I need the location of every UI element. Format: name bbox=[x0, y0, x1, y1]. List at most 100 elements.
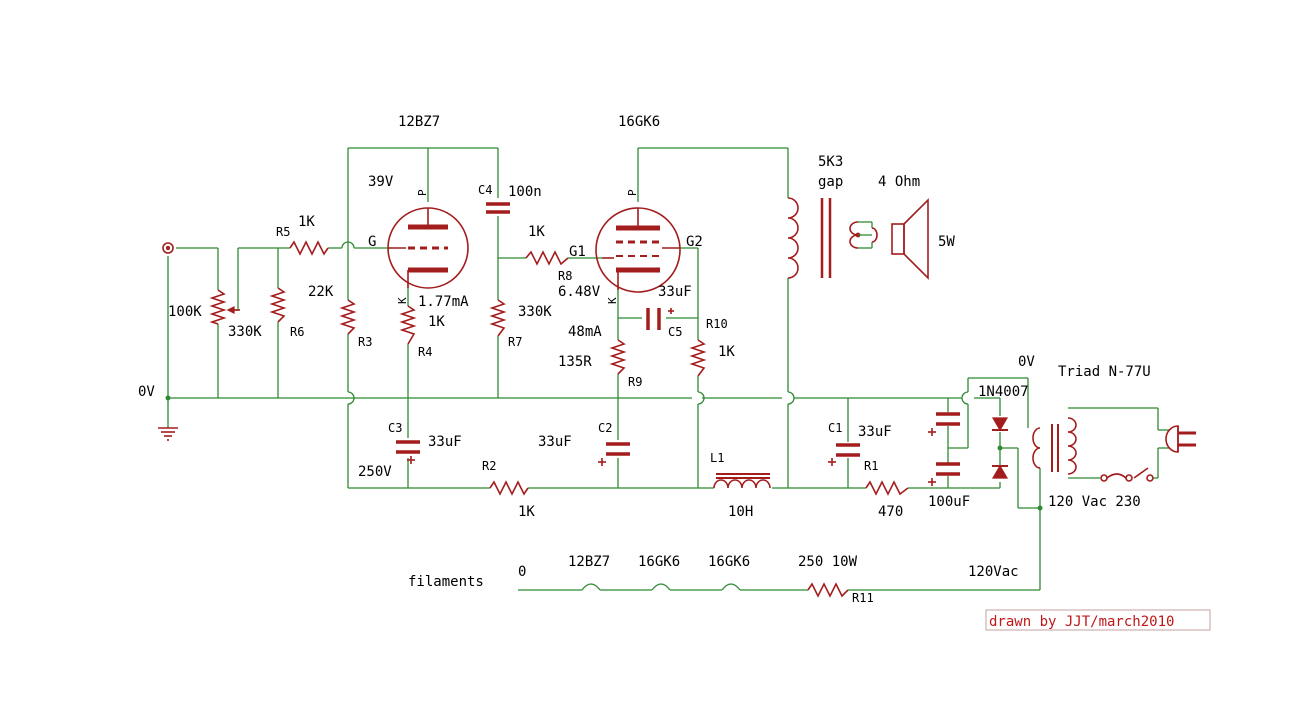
mains-switch-icon bbox=[1100, 467, 1158, 482]
v1-pin-k: K bbox=[396, 297, 409, 304]
r7-ref: R7 bbox=[508, 335, 522, 349]
v2-pin-g1: G1 bbox=[569, 244, 586, 260]
r11-ref: R11 bbox=[852, 591, 874, 605]
r11-value: 250 10W bbox=[798, 554, 858, 570]
c1-value: 33uF bbox=[858, 424, 892, 440]
ot-gap-label: gap bbox=[818, 174, 843, 190]
v1-pin-g: G bbox=[368, 234, 376, 250]
filament-16gk6-b: 16GK6 bbox=[708, 554, 750, 570]
r6-value: 330K bbox=[228, 324, 262, 340]
r2-ref: R2 bbox=[482, 459, 496, 473]
tube-12bz7 bbox=[387, 207, 469, 289]
r2-value: 1K bbox=[518, 504, 535, 520]
v2-cathode-current: 48mA bbox=[568, 324, 602, 340]
v1-plate-voltage: 39V bbox=[368, 174, 394, 190]
capacitor-c3 bbox=[396, 440, 420, 464]
input-jack-icon bbox=[162, 242, 174, 254]
potentiometer-100k bbox=[209, 289, 240, 325]
c2-value: 33uF bbox=[538, 434, 572, 450]
r5-value: 1K bbox=[298, 214, 315, 230]
credit-box: drawn by JJT/march2010 bbox=[985, 609, 1211, 631]
b-plus-label: 250V bbox=[358, 464, 392, 480]
capacitor-psu-lower bbox=[928, 462, 960, 486]
v2-pin-k: K bbox=[606, 297, 619, 304]
filaments-label: filaments bbox=[408, 574, 484, 590]
resistor-r5 bbox=[289, 240, 329, 256]
ground-label: 0V bbox=[138, 384, 155, 400]
v2-cathode-voltage: 6.48V bbox=[558, 284, 601, 300]
r4-ref: R4 bbox=[418, 345, 432, 359]
tube-v1-name: 12BZ7 bbox=[398, 114, 440, 130]
r5-ref: R5 bbox=[276, 225, 290, 239]
r6-ref: R6 bbox=[290, 325, 304, 339]
r8-value: 1K bbox=[528, 224, 545, 240]
diode-value: 1N4007 bbox=[978, 384, 1029, 400]
c4-ref: C4 bbox=[478, 183, 492, 197]
filament-supply: 120Vac bbox=[968, 564, 1019, 580]
tube-v2-name: 16GK6 bbox=[618, 114, 660, 130]
v1-pin-p: P bbox=[416, 189, 429, 196]
resistor-r6 bbox=[269, 287, 287, 323]
v2-pin-p: P bbox=[626, 189, 639, 196]
r4-value: 1K bbox=[428, 314, 445, 330]
c3-ref: C3 bbox=[388, 421, 402, 435]
c4-value: 100n bbox=[508, 184, 542, 200]
wiring bbox=[167, 147, 1159, 591]
pot-value: 100K bbox=[168, 304, 202, 320]
r9-value: 135R bbox=[558, 354, 592, 370]
c1-ref: C1 bbox=[828, 421, 842, 435]
credit-text: drawn by JJT/march2010 bbox=[989, 614, 1174, 630]
c3-value: 33uF bbox=[428, 434, 462, 450]
ot-primary-label: 5K3 bbox=[818, 154, 843, 170]
capacitor-c2 bbox=[598, 442, 630, 466]
psu-ground-label: 0V bbox=[1018, 354, 1035, 370]
v1-cathode-current: 1.77mA bbox=[418, 294, 469, 310]
l1-value: 10H bbox=[728, 504, 753, 520]
filament-12bz7: 12BZ7 bbox=[568, 554, 610, 570]
resistor-r8 bbox=[525, 250, 569, 266]
resistor-r10 bbox=[689, 339, 707, 377]
resistor-r11 bbox=[807, 582, 849, 598]
v2-pin-g2: G2 bbox=[686, 234, 703, 250]
resistor-r9 bbox=[609, 339, 627, 375]
resistor-r4 bbox=[399, 305, 417, 345]
capacitor-c5 bbox=[646, 308, 674, 330]
c5-ref: C5 bbox=[668, 325, 682, 339]
mains-plug-icon bbox=[1158, 425, 1196, 453]
ground-symbol-icon bbox=[158, 427, 178, 441]
capacitor-c1 bbox=[828, 443, 860, 466]
diode-lower bbox=[991, 464, 1009, 479]
r3-value: 22K bbox=[308, 284, 334, 300]
c5-value: 33uF bbox=[658, 284, 692, 300]
speaker-impedance: 4 Ohm bbox=[878, 174, 920, 190]
inductor-l1 bbox=[713, 473, 771, 489]
r1-ref: R1 bbox=[864, 459, 878, 473]
speaker-icon bbox=[891, 198, 929, 280]
r8-ref: R8 bbox=[558, 269, 572, 283]
r9-ref: R9 bbox=[628, 375, 642, 389]
resistor-r7 bbox=[489, 299, 507, 337]
c-psu-value: 100uF bbox=[928, 494, 970, 510]
resistor-r1 bbox=[865, 480, 909, 496]
power-transformer-model: Triad N-77U bbox=[1058, 364, 1151, 380]
resistor-r2 bbox=[489, 480, 529, 496]
r10-value: 1K bbox=[718, 344, 735, 360]
filament-string bbox=[581, 583, 741, 591]
l1-ref: L1 bbox=[710, 451, 724, 465]
tube-16gk6 bbox=[595, 207, 681, 293]
junction-dots bbox=[165, 395, 1043, 511]
output-transformer bbox=[787, 197, 878, 279]
capacitor-c4 bbox=[486, 202, 510, 214]
resistor-r3 bbox=[339, 299, 357, 335]
r1-value: 470 bbox=[878, 504, 903, 520]
r7-value: 330K bbox=[518, 304, 552, 320]
filament-zero: 0 bbox=[518, 564, 526, 580]
power-transformer bbox=[1032, 417, 1077, 475]
power-transformer-voltages: 120 Vac 230 bbox=[1048, 494, 1141, 510]
diode-upper bbox=[991, 417, 1009, 432]
capacitor-psu-upper bbox=[928, 412, 960, 436]
r10-ref: R10 bbox=[706, 317, 728, 331]
labels: 12BZ7 16GK6 39V 1.77mA P K G 6.48V 48mA … bbox=[138, 114, 1151, 605]
filament-16gk6-a: 16GK6 bbox=[638, 554, 680, 570]
